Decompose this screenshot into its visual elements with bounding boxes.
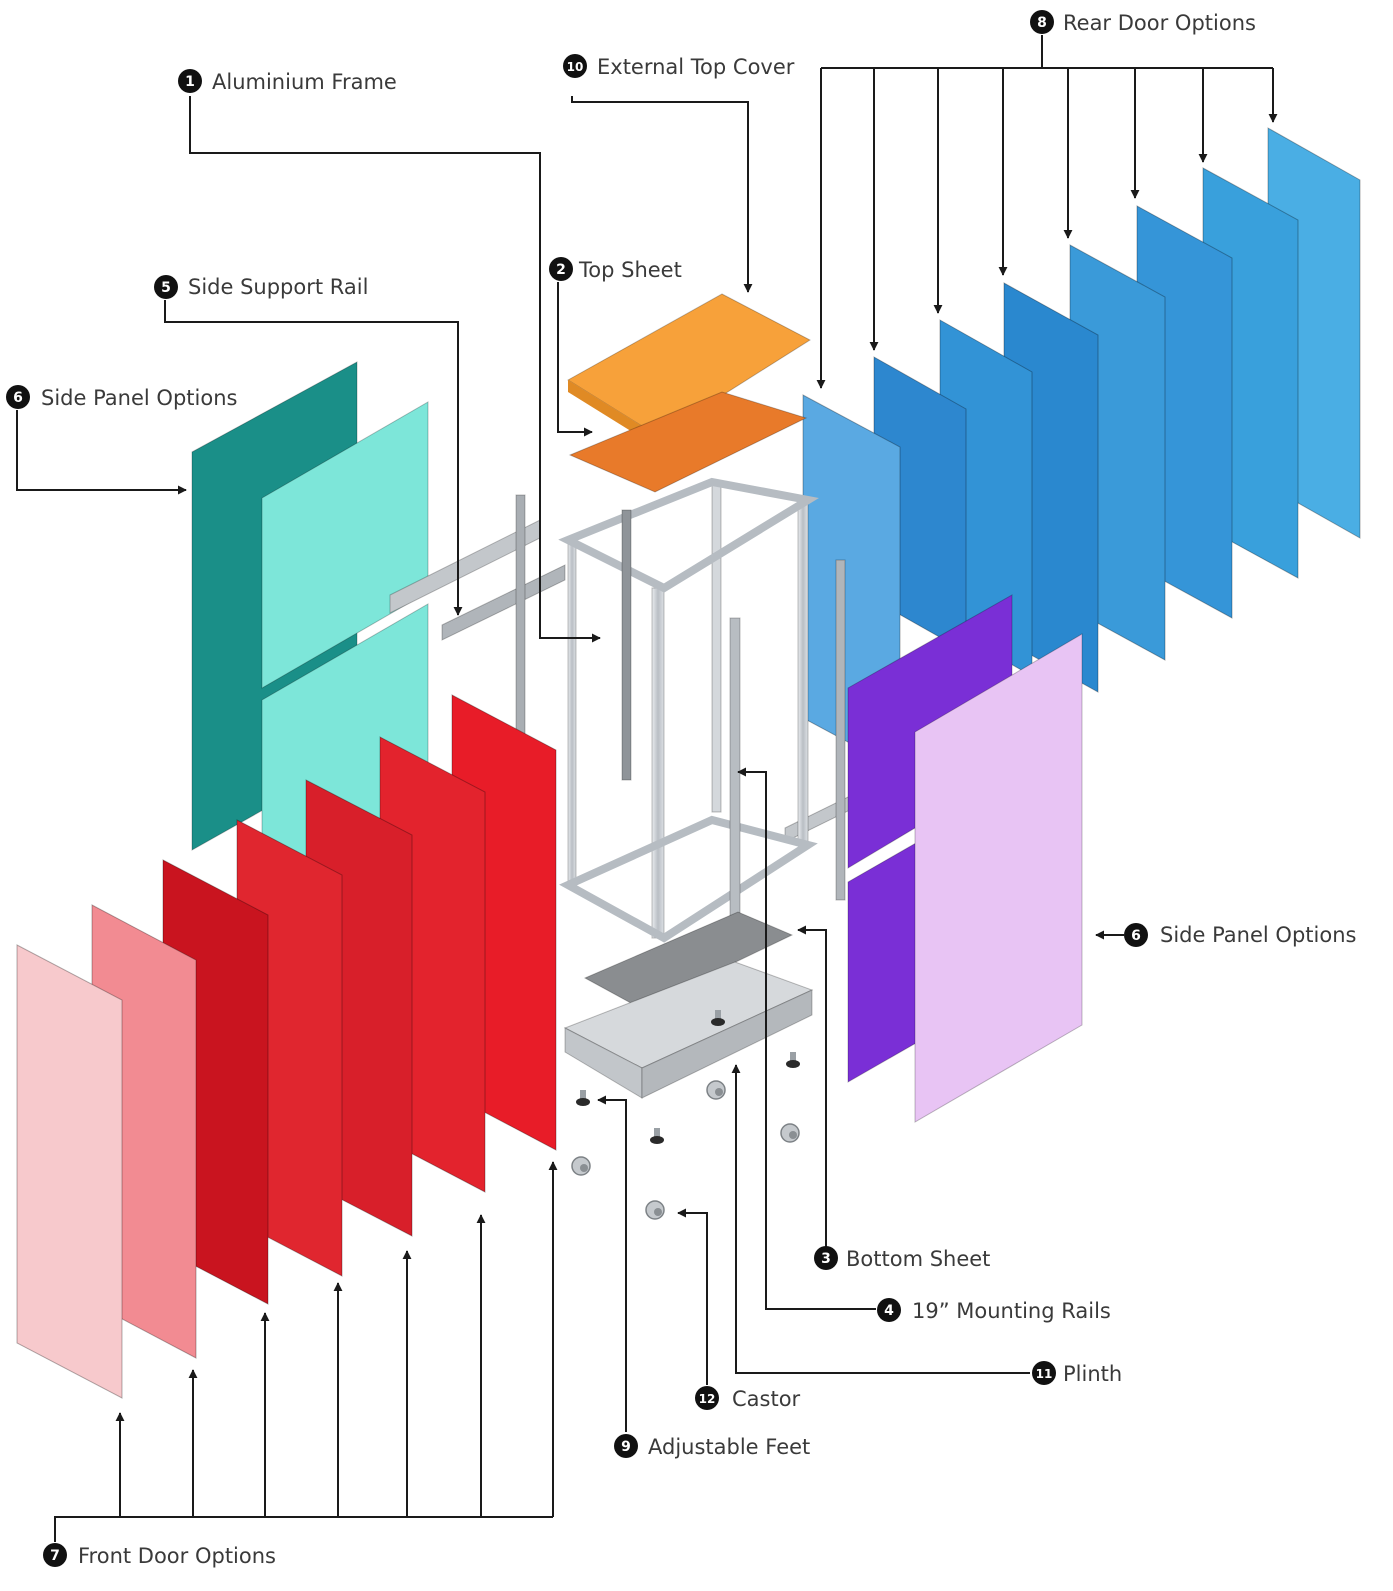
numbered-badge-icon: [154, 275, 178, 299]
front-door-options: [16, 694, 557, 1399]
aluminium-frame: [515, 477, 846, 943]
adjustable-foot-icon: [715, 1010, 721, 1020]
leader-aluminium-frame: [189, 96, 601, 643]
callout-side-support-rail: 5 Side Support Rail: [154, 275, 368, 299]
numbered-badge-icon: [695, 1386, 719, 1410]
callout-castor: 12 Castor: [695, 1386, 801, 1411]
numbered-badge-icon: [1030, 10, 1054, 34]
adjustable-foot-icon: [650, 1136, 664, 1144]
callout-rear-door-options: 8 Rear Door Options: [1030, 10, 1256, 35]
adjustable-foot-icon: [654, 1128, 660, 1138]
svg-text:9: 9: [621, 1439, 631, 1455]
callout-bottom-sheet: 3 Bottom Sheet: [814, 1246, 990, 1271]
callout-external-top-cover: 10 External Top Cover: [563, 54, 795, 79]
numbered-badge-icon: [877, 1298, 901, 1322]
svg-text:3: 3: [821, 1251, 831, 1267]
svg-text:10: 10: [567, 60, 584, 74]
bottom-sheet-and-plinth: [563, 911, 814, 1099]
numbered-badge-icon: [1032, 1361, 1056, 1385]
svg-text:Bottom Sheet: Bottom Sheet: [846, 1247, 990, 1271]
numbered-badge-icon: [6, 385, 30, 409]
numbered-badge-icon: [614, 1434, 638, 1458]
svg-text:Plinth: Plinth: [1063, 1362, 1122, 1386]
svg-text:19” Mounting Rails: 19” Mounting Rails: [912, 1299, 1111, 1323]
numbered-badge-icon: [43, 1543, 67, 1567]
leader-front-doors-bus: [54, 1516, 553, 1542]
callout-labels: 1 Aluminium Frame 2 Top Sheet 3 Bottom S…: [6, 10, 1356, 1568]
callout-top-sheet: 2 Top Sheet: [549, 257, 682, 282]
callout-front-door-options: 7 Front Door Options: [43, 1543, 276, 1568]
svg-text:5: 5: [161, 280, 171, 296]
callout-mounting-rails: 4 19” Mounting Rails: [877, 1298, 1111, 1323]
leader-top-cover: [571, 96, 753, 293]
callout-side-panel-right: 6 Side Panel Options: [1124, 923, 1356, 947]
leader-rear-doors-bus: [821, 35, 1043, 69]
svg-text:1: 1: [185, 74, 195, 90]
adjustable-foot-icon: [711, 1018, 725, 1026]
leader-top-sheet: [557, 282, 593, 437]
svg-text:Top Sheet: Top Sheet: [578, 258, 682, 282]
adjustable-foot-icon: [786, 1060, 800, 1068]
adjustable-foot-icon: [580, 1090, 586, 1100]
numbered-badge-icon: [1124, 923, 1148, 947]
leader-side-panel-left: [16, 410, 187, 495]
castor-icon: [715, 1088, 723, 1096]
leader-side-support-rail: [164, 300, 463, 616]
castor-icon: [654, 1208, 662, 1216]
leader-lines: [16, 35, 1278, 1542]
svg-text:2: 2: [556, 262, 566, 278]
svg-text:Side Panel Options: Side Panel Options: [41, 386, 237, 410]
leader-castor: [677, 1208, 708, 1385]
leader-adjustable-feet: [597, 1095, 627, 1432]
numbered-badge-icon: [563, 54, 587, 78]
numbered-badge-icon: [178, 69, 202, 93]
feet-and-castors: [571, 1010, 800, 1220]
numbered-badge-icon: [814, 1246, 838, 1270]
svg-text:11: 11: [1036, 1367, 1053, 1381]
svg-text:8: 8: [1037, 15, 1047, 31]
numbered-badge-icon: [549, 257, 573, 281]
leader-plinth: [731, 1064, 1030, 1374]
side-panels-right: [847, 594, 1083, 1123]
adjustable-foot-icon: [576, 1098, 590, 1106]
svg-text:Side Support Rail: Side Support Rail: [188, 275, 368, 299]
svg-text:12: 12: [699, 1392, 716, 1406]
svg-text:Rear Door Options: Rear Door Options: [1063, 11, 1256, 35]
svg-text:7: 7: [50, 1548, 60, 1564]
callout-aluminium-frame: 1 Aluminium Frame: [178, 69, 397, 94]
leader-mounting-rails: [737, 767, 876, 1310]
adjustable-foot-icon: [790, 1052, 796, 1062]
castor-icon: [789, 1131, 797, 1139]
top-cover-and-sheet: [567, 293, 812, 493]
svg-text:Adjustable Feet: Adjustable Feet: [648, 1435, 810, 1459]
callout-adjustable-feet: 9 Adjustable Feet: [614, 1434, 810, 1459]
side-panels-left: [191, 361, 429, 889]
leader-front-doors: [54, 1161, 558, 1542]
svg-text:6: 6: [13, 390, 23, 406]
front-door-panel: [16, 944, 123, 1399]
svg-text:6: 6: [1131, 928, 1141, 944]
leader-rear-doors: [816, 35, 1278, 389]
svg-text:4: 4: [884, 1303, 894, 1319]
svg-text:Side Panel Options: Side Panel Options: [1160, 923, 1356, 947]
callout-side-panel-left: 6 Side Panel Options: [6, 385, 237, 410]
callout-plinth: 11 Plinth: [1032, 1361, 1122, 1386]
svg-text:Aluminium Frame: Aluminium Frame: [212, 70, 397, 94]
svg-text:Front Door Options: Front Door Options: [78, 1544, 276, 1568]
svg-text:External Top Cover: External Top Cover: [597, 55, 795, 79]
castor-icon: [580, 1164, 588, 1172]
leader-bottom-sheet: [797, 925, 827, 1248]
svg-text:Castor: Castor: [732, 1387, 801, 1411]
